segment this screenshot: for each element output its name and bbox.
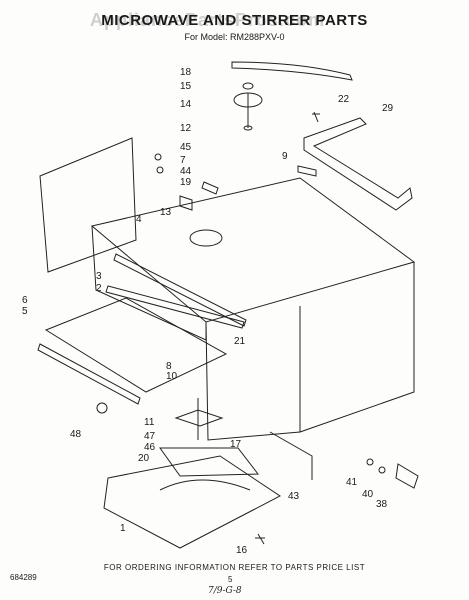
part-43-rod [269,431,313,480]
callout-21: 21 [234,336,246,347]
ordering-note: FOR ORDERING INFORMATION REFER TO PARTS … [103,563,366,572]
callout-48: 48 [70,429,82,440]
callout-17: 17 [230,439,242,450]
part-38-connector [395,463,419,489]
callout-47: 47 [144,431,156,442]
part-22-screw [312,111,320,123]
part-5-strip [37,343,141,405]
handwritten-date: 7/9-G-8 [208,586,242,596]
stirrer-hole [189,229,223,247]
document-number: 684289 [10,573,37,582]
callout-19: 19 [180,177,192,188]
part-6-plate [44,297,228,393]
callout-1: 1 [120,523,126,534]
part-40-nut [378,466,386,474]
callout-12: 12 [180,123,192,134]
part-7-screw [154,153,162,161]
callout-29: 29 [382,103,394,114]
callout-10: 10 [166,371,178,382]
callout-2: 2 [96,283,102,294]
part-18-belt [231,61,353,81]
part-11-stirrer-fan [174,398,224,440]
part-12-washer [243,125,253,131]
diagram-title: MICROWAVE AND STIRRER PARTS [101,12,368,29]
part-15-nut [242,82,254,90]
callout-9: 9 [282,151,288,162]
callout-16: 16 [236,545,248,556]
cabinet-top [90,177,416,323]
callout-45: 45 [180,142,192,153]
callout-15: 15 [180,81,192,92]
part-48-knob [96,402,108,414]
callout-13: 13 [160,207,172,218]
watermark: AppliancePartsPros.com [90,10,326,30]
callout-3: 3 [96,271,102,282]
part-29-bracket [303,117,413,211]
callout-14: 14 [180,99,192,110]
model-subtitle: For Model: RM288PXV-0 [184,32,285,42]
callout-46: 46 [144,442,156,453]
part-1-base-plate [103,455,281,549]
callout-5: 5 [22,306,28,317]
part-19-fuse [201,181,219,195]
callout-44: 44 [180,166,192,177]
callout-38: 38 [376,499,388,510]
part-9-block [297,165,317,177]
part-2-seal-strip [105,285,245,329]
part-16-screw [255,533,265,545]
part-45-side-panel [39,137,137,273]
part-13-switch [179,195,193,211]
callout-40: 40 [362,489,374,500]
callout-43: 43 [288,491,300,502]
callout-7: 7 [180,155,186,166]
callout-11: 11 [144,417,155,428]
callout-4: 4 [136,214,142,225]
callout-8: 8 [166,361,172,372]
part-44-screw [156,166,164,174]
part-20-dish [159,447,259,477]
callout-20: 20 [138,453,150,464]
part-41-nut [366,458,374,466]
cabinet-right-side [299,262,415,433]
callout-18: 18 [180,67,192,78]
part-3-seal-strip [113,253,247,327]
page-number: 5 [228,575,233,584]
cabinet-front-left [91,225,207,341]
callout-6: 6 [22,295,28,306]
cabinet-inner [205,321,301,441]
callout-22: 22 [338,94,350,105]
callout-41: 41 [346,477,358,488]
